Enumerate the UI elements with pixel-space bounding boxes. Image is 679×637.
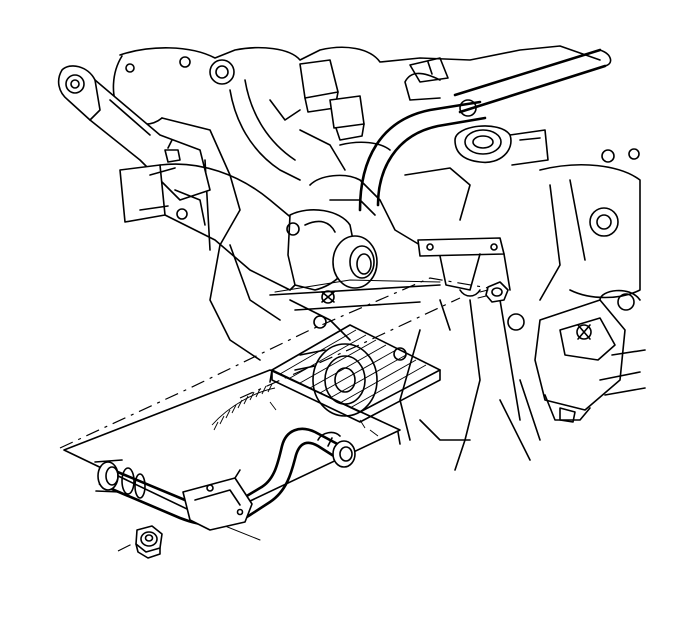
mounting-nut	[135, 525, 163, 559]
heater-outlet-pipe	[94, 383, 379, 531]
water-pump-housing	[119, 139, 378, 341]
engine-block	[57, 45, 646, 471]
assembly-lines	[59, 277, 501, 552]
timing-pulley	[294, 343, 378, 417]
mounting-stud	[477, 281, 509, 303]
